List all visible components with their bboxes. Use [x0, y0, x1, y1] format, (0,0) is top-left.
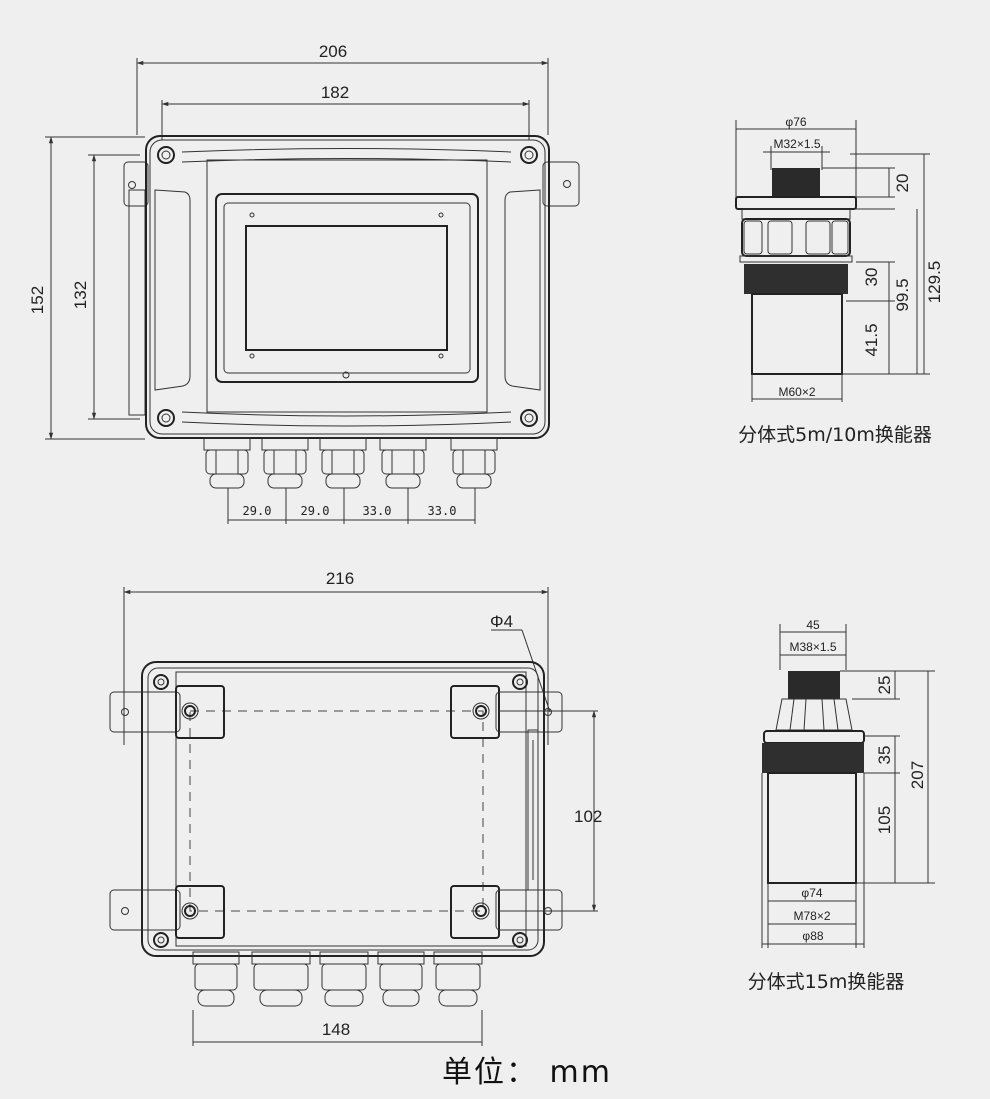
unit-label: 单位： mm: [442, 1055, 612, 1090]
transducer-body: [751, 293, 843, 375]
corner-screws: [157, 146, 538, 427]
caption-small: 分体式5m/10m换能器: [738, 424, 932, 446]
gland-span-label: 148: [322, 1020, 350, 1039]
mount-height-label: 102: [574, 807, 602, 826]
height-body-label: 99.5: [893, 278, 912, 311]
diameter-top-label: φ76: [785, 115, 806, 129]
thread-bottom-label-large: M78×2: [793, 909, 830, 923]
enclosure-front: [145, 135, 550, 439]
enclosure-back: [141, 661, 545, 957]
transducer-large: 45 M38×1.5 25 35 105 207 φ74 M78×2 φ88: [748, 618, 935, 993]
lower-thread-ring-large: [762, 743, 864, 773]
cable-glands-back: [192, 951, 483, 1007]
transducer-small: φ76 M32×1.5 20 30 41.5 99.5 129.5: [735, 115, 944, 446]
height-top-label-large: 25: [875, 676, 894, 695]
gland-spacing-2: 29.0: [301, 504, 330, 518]
hole-diameter-label: Φ4: [490, 612, 513, 631]
thread-bottom-label: M60×2: [778, 385, 815, 399]
thread-top-label-large: M38×1.5: [789, 640, 836, 654]
display-bezel: [215, 193, 479, 383]
diameter-inner-label: φ74: [801, 886, 822, 900]
inner-height-label: 132: [71, 281, 90, 309]
transducer-body-large: [767, 772, 857, 884]
thread-top-label: M32×1.5: [773, 137, 820, 151]
mount-bracket-bl: [109, 885, 225, 939]
gland-spacing-4: 33.0: [428, 504, 457, 518]
height-mid-label-large: 35: [875, 746, 894, 765]
back-width-label: 216: [326, 569, 354, 588]
top-thread-cap: [772, 168, 820, 196]
front-view: 206 182 152 132: [28, 42, 580, 524]
height-total-label: 129.5: [925, 261, 944, 304]
height-lower-label: 41.5: [862, 323, 881, 356]
diameter-outer-label: φ88: [802, 929, 823, 943]
mount-bracket-tr: [450, 685, 563, 739]
overall-width-label: 206: [319, 42, 347, 61]
height-top-label: 20: [893, 174, 912, 193]
cable-glands-front: [203, 437, 498, 489]
overall-height-label: 152: [28, 286, 47, 314]
height-mid-label: 30: [862, 268, 881, 287]
gland-spacing-1: 29.0: [243, 504, 272, 518]
inner-width-label: 182: [321, 83, 349, 102]
height-total-label-large: 207: [908, 761, 927, 789]
display-screen: [245, 225, 448, 351]
mount-hole-outline: [189, 710, 484, 912]
width-top-label: 45: [806, 618, 820, 632]
gland-spacing-3: 33.0: [363, 504, 392, 518]
lower-thread-ring: [744, 264, 848, 294]
caption-large: 分体式15m换能器: [748, 971, 905, 993]
mount-bracket-br: [450, 885, 563, 939]
height-body-label-large: 105: [875, 806, 894, 834]
top-thread-cap-large: [788, 671, 840, 699]
back-view: 216 Φ4: [109, 569, 602, 1046]
mount-bracket-tl: [109, 685, 225, 739]
